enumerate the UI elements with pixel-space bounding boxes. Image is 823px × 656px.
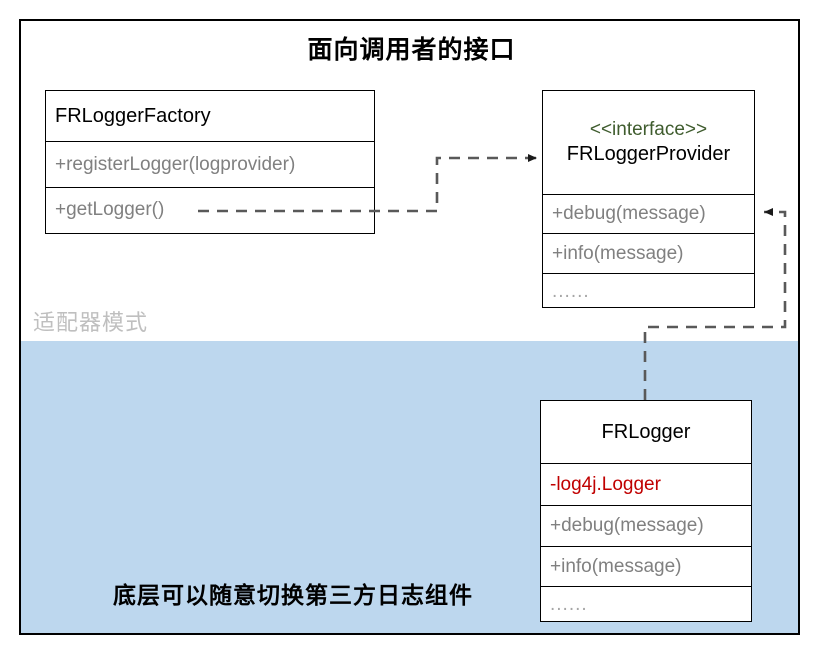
member-registerlogger: +registerLogger(logprovider): [46, 141, 374, 187]
diagram-title: 面向调用者的接口: [307, 36, 516, 64]
class-name-frloggerfactory: FRLoggerFactory: [55, 104, 211, 127]
class-box-frlogger[interactable]: FRLogger -log4j.Logger +debug(message) +…: [540, 400, 752, 622]
interface-header: <<interface>> FRLoggerProvider: [543, 91, 754, 194]
member-logger-ellipsis: ......: [541, 586, 751, 623]
class-name-frlogger: FRLogger: [601, 420, 691, 443]
member-provider-debug: +debug(message): [543, 194, 754, 233]
member-provider-ellipsis: ......: [543, 273, 754, 309]
class-box-frloggerfactory[interactable]: FRLoggerFactory +registerLogger(logprovi…: [45, 90, 375, 234]
lower-layer-caption: 底层可以随意切换第三方日志组件: [113, 582, 473, 608]
member-logger-debug: +debug(message): [541, 505, 751, 546]
member-getlogger: +getLogger(): [46, 187, 374, 232]
interface-stereotype: <<interface>>: [589, 119, 708, 141]
member-logger-info: +info(message): [541, 546, 751, 586]
attribute-log4j-logger: -log4j.Logger: [541, 463, 751, 505]
adapter-pattern-label: 适配器模式: [33, 310, 149, 335]
class-name-frloggerprovider: FRLoggerProvider: [566, 142, 731, 165]
class-box-frloggerprovider[interactable]: <<interface>> FRLoggerProvider +debug(me…: [542, 90, 755, 308]
member-provider-info: +info(message): [543, 233, 754, 273]
